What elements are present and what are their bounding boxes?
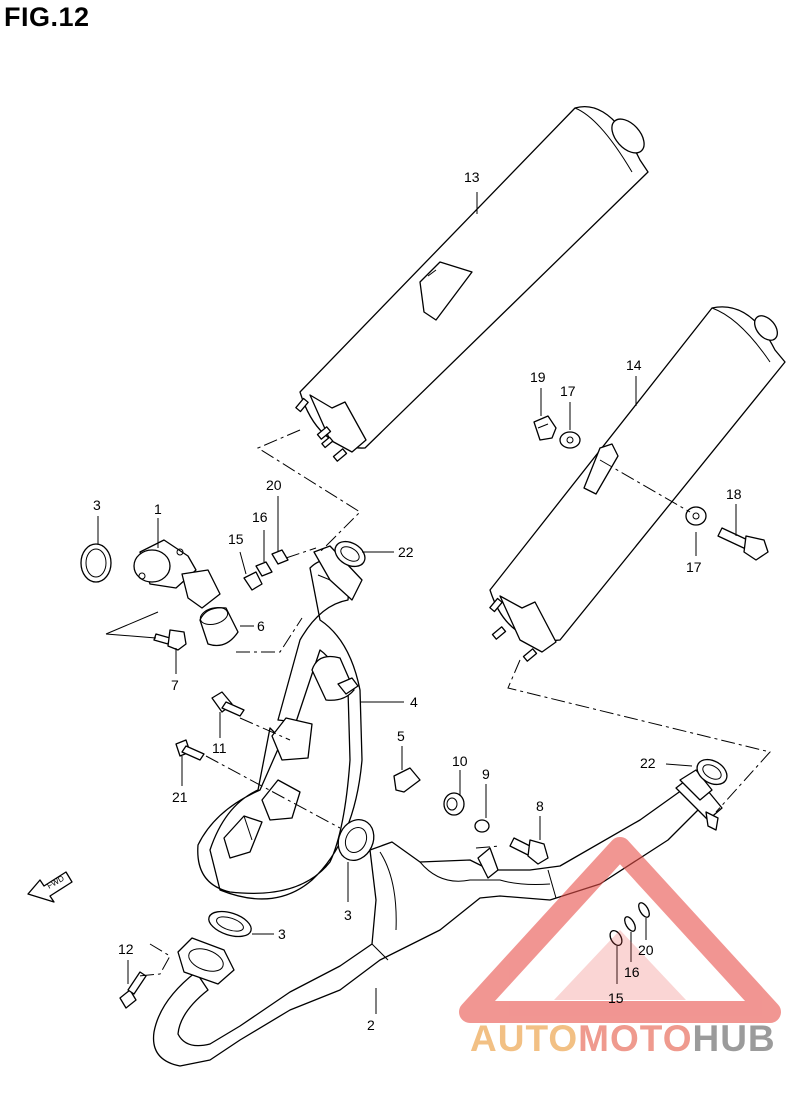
nut-15-upper (243, 571, 263, 591)
callout-22a: 22 (398, 544, 414, 560)
muffler-upper (295, 106, 649, 462)
callout-11: 11 (212, 740, 227, 756)
gasket-22-upper (334, 540, 366, 568)
bolt-11 (211, 691, 245, 717)
bolt-18 (717, 527, 769, 561)
sleeve-6 (199, 606, 239, 647)
callout-20b: 20 (638, 942, 654, 958)
callout-16b: 16 (624, 964, 640, 980)
bolt-12 (119, 971, 147, 1009)
watermark-logo-icon (459, 837, 781, 1023)
callout-2: 2 (367, 1017, 375, 1033)
washer-20-upper (271, 549, 289, 565)
washer-16-lower (624, 916, 636, 932)
callout-18: 18 (726, 486, 742, 502)
washer-17-upper (559, 431, 581, 449)
washer-17-lower (685, 506, 707, 526)
nut-15-lower (609, 929, 623, 947)
callout-6: 6 (257, 618, 265, 634)
callout-8: 8 (536, 798, 544, 814)
callout-21: 21 (172, 789, 188, 805)
callout-3b: 3 (344, 907, 352, 923)
exhaust-pipe-2 (152, 769, 723, 1067)
joint-pipe-1 (133, 539, 221, 609)
callout-1: 1 (154, 501, 162, 517)
gasket-3-lower (208, 910, 252, 938)
bolt-7 (153, 629, 187, 651)
watermark-part-auto: AUTO (470, 1018, 579, 1059)
watermark-part-hub: HUB (692, 1018, 776, 1059)
watermark-part-moto: MOTO (578, 1018, 693, 1059)
grommet-10 (443, 792, 465, 816)
figure-title: FIG.12 (4, 2, 90, 32)
callout-13: 13 (464, 169, 480, 185)
bolt-8 (509, 837, 549, 865)
muffler-right (489, 306, 786, 662)
callout-17a: 17 (560, 383, 576, 399)
callout-5: 5 (397, 728, 405, 744)
callout-10: 10 (452, 753, 468, 769)
callout-4: 4 (410, 694, 418, 710)
callout-12: 12 (118, 941, 134, 957)
washer-16-upper (255, 561, 273, 577)
callout-19: 19 (530, 369, 546, 385)
callouts: 13 14 19 17 18 17 3 1 20 16 15 22 6 7 4 … (93, 169, 742, 1033)
fwd-arrow-icon: FWD (27, 871, 73, 903)
washer-20-lower (638, 902, 650, 918)
assembly-lines (137, 429, 771, 977)
clamp-5 (393, 767, 421, 793)
callout-15b: 15 (608, 990, 624, 1006)
callout-17b: 17 (686, 559, 702, 575)
bolt-21 (175, 739, 205, 761)
callout-9: 9 (482, 766, 490, 782)
gasket-22-lower (696, 758, 728, 786)
callout-14: 14 (626, 357, 642, 373)
leader-lines (97, 192, 737, 1014)
gasket-3-middle (337, 819, 375, 861)
callout-16a: 16 (252, 509, 268, 525)
ring-9 (474, 819, 490, 833)
callout-3c: 3 (278, 926, 286, 942)
gasket-3-upper (80, 543, 112, 583)
callout-22b: 22 (640, 755, 656, 771)
callout-20a: 20 (266, 477, 282, 493)
callout-3a: 3 (93, 497, 101, 513)
watermark-text: AUTOMOTOHUB (470, 1018, 776, 1060)
hardware-bolt-19 (533, 415, 557, 441)
callout-7: 7 (171, 677, 179, 693)
callout-15a: 15 (228, 531, 244, 547)
exhaust-pipe-4 (197, 545, 363, 900)
